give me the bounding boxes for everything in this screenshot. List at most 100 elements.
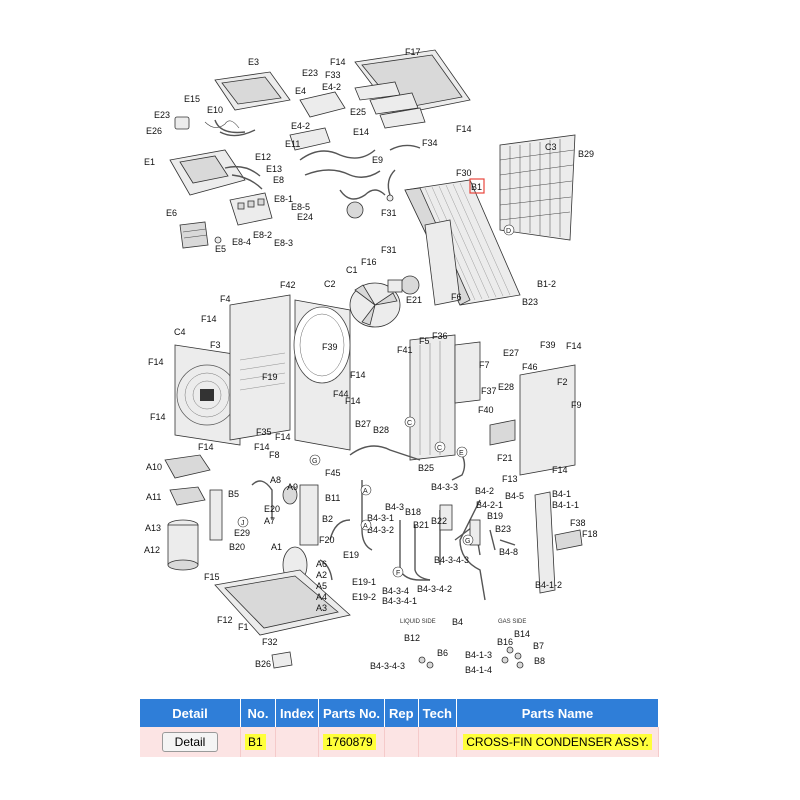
label-C2: C2 <box>324 279 336 289</box>
label-B1-2: B1-2 <box>537 279 556 289</box>
label-gas-side: GAS SIDE <box>498 619 526 625</box>
label-F37: F37 <box>481 386 497 396</box>
parts-table: Detail No. Index Parts No. Rep Tech Part… <box>140 699 659 757</box>
column-header-parts-no: Parts No. <box>318 699 386 727</box>
label-E4-2-b: E4-2 <box>291 121 310 131</box>
label-B4-3-1: B4-3-1 <box>367 513 394 523</box>
label-E3: E3 <box>248 57 259 67</box>
label-B4-2: B4-2 <box>475 486 494 496</box>
label-E8: E8 <box>273 175 284 185</box>
label-B5: B5 <box>228 489 239 499</box>
label-F6: F6 <box>451 292 462 302</box>
parts-no-cell: 1760879 <box>318 727 386 757</box>
label-B4-3: B4-3 <box>385 502 404 512</box>
detail-button[interactable]: Detail <box>161 732 219 752</box>
label-A2: A2 <box>316 570 327 580</box>
label-F14-l: F14 <box>552 465 568 475</box>
label-F30: F30 <box>456 168 472 178</box>
label-F14-h: F14 <box>198 442 214 452</box>
label-B4-3-4-3: B4-3-4-3 <box>434 555 469 565</box>
label-F3: F3 <box>210 340 221 350</box>
compressor-group <box>164 454 351 669</box>
label-B8: B8 <box>534 656 545 666</box>
label-F14-b: F14 <box>456 124 472 134</box>
condenser-coil <box>404 179 521 306</box>
label-E1: E1 <box>144 157 155 167</box>
label-F12: F12 <box>217 615 233 625</box>
label-F39-b: F39 <box>540 340 556 350</box>
label-F1: F1 <box>238 622 249 632</box>
label-B4-2-1: B4-2-1 <box>476 500 503 510</box>
label-F14-i: F14 <box>254 442 270 452</box>
fan-group <box>349 275 420 328</box>
marker-C-1: C <box>407 420 412 427</box>
label-B29: B29 <box>578 149 594 159</box>
b1-selection-box <box>469 178 485 194</box>
parts-name-value: CROSS-FIN CONDENSER ASSY. <box>463 734 652 750</box>
pipe-connection-markers: A A C C D E G G J F <box>237 224 515 578</box>
label-F14-c: F14 <box>201 314 217 324</box>
label-F42: F42 <box>280 280 296 290</box>
electrical-box-group <box>169 71 421 249</box>
label-E26: E26 <box>146 126 162 136</box>
marker-J: J <box>241 520 245 527</box>
piping-group <box>349 445 583 669</box>
callout-labels: E3 E15 E10 E23 E26 E1 E12 E13 E8 E6 E5 E… <box>144 47 598 675</box>
label-F40: F40 <box>478 405 494 415</box>
label-F44: F44 <box>333 389 349 399</box>
exploded-parts-diagram: E3 E15 E10 E23 E26 E1 E12 E13 E8 E6 E5 E… <box>144 47 598 675</box>
label-E8-5: E8-5 <box>291 202 310 212</box>
label-B4-3-2: B4-3-2 <box>367 525 394 535</box>
label-E15: E15 <box>184 94 200 104</box>
label-F20: F20 <box>319 535 335 545</box>
label-B12: B12 <box>404 633 420 643</box>
label-F35: F35 <box>256 427 272 437</box>
label-B4-1-2: B4-1-2 <box>535 580 562 590</box>
label-B4-3-4: B4-3-4 <box>382 586 409 596</box>
top-cover-group <box>354 49 471 129</box>
label-A13: A13 <box>145 523 161 533</box>
label-E11: E11 <box>285 139 300 149</box>
label-E23-b: E23 <box>302 68 318 78</box>
label-B1: B1 <box>471 182 482 192</box>
label-F17: F17 <box>405 47 421 57</box>
label-E10: E10 <box>207 105 223 115</box>
label-F33: F33 <box>325 70 341 80</box>
label-E8-2: E8-2 <box>253 230 272 240</box>
column-header-detail: Detail <box>140 699 241 727</box>
label-E8-4: E8-4 <box>232 237 251 247</box>
label-F34: F34 <box>422 138 438 148</box>
front-panel-group <box>174 294 576 476</box>
label-E8-3: E8-3 <box>274 238 293 248</box>
label-F14-f: F14 <box>345 396 361 406</box>
table-header-row: Detail No. Index Parts No. Rep Tech Part… <box>140 699 659 727</box>
marker-G-1: G <box>312 458 317 465</box>
label-F19: F19 <box>262 372 278 382</box>
label-A7: A7 <box>264 516 275 526</box>
label-F13: F13 <box>502 474 518 484</box>
label-E23: E23 <box>154 110 170 120</box>
label-E8-1: E8-1 <box>274 194 293 204</box>
label-E19-1: E19-1 <box>352 577 376 587</box>
label-B4-8: B4-8 <box>499 547 518 557</box>
marker-E: E <box>459 450 464 457</box>
label-B2: B2 <box>322 514 333 524</box>
label-B22: B22 <box>431 516 447 526</box>
label-E20: E20 <box>264 504 280 514</box>
label-E29: E29 <box>234 528 250 538</box>
label-B18: B18 <box>405 507 421 517</box>
column-header-tech: Tech <box>418 699 458 727</box>
label-F7: F7 <box>479 360 490 370</box>
label-E21: E21 <box>406 295 422 305</box>
label-B6: B6 <box>437 648 448 658</box>
label-E6: E6 <box>166 208 177 218</box>
label-B25: B25 <box>418 463 434 473</box>
label-A9: A9 <box>287 482 298 492</box>
label-B20: B20 <box>229 542 245 552</box>
label-A10: A10 <box>146 462 162 472</box>
label-C4: C4 <box>174 327 186 337</box>
label-F2: F2 <box>557 377 568 387</box>
label-A6: A6 <box>316 559 327 569</box>
column-header-index: Index <box>275 699 319 727</box>
label-E27: E27 <box>503 348 519 358</box>
